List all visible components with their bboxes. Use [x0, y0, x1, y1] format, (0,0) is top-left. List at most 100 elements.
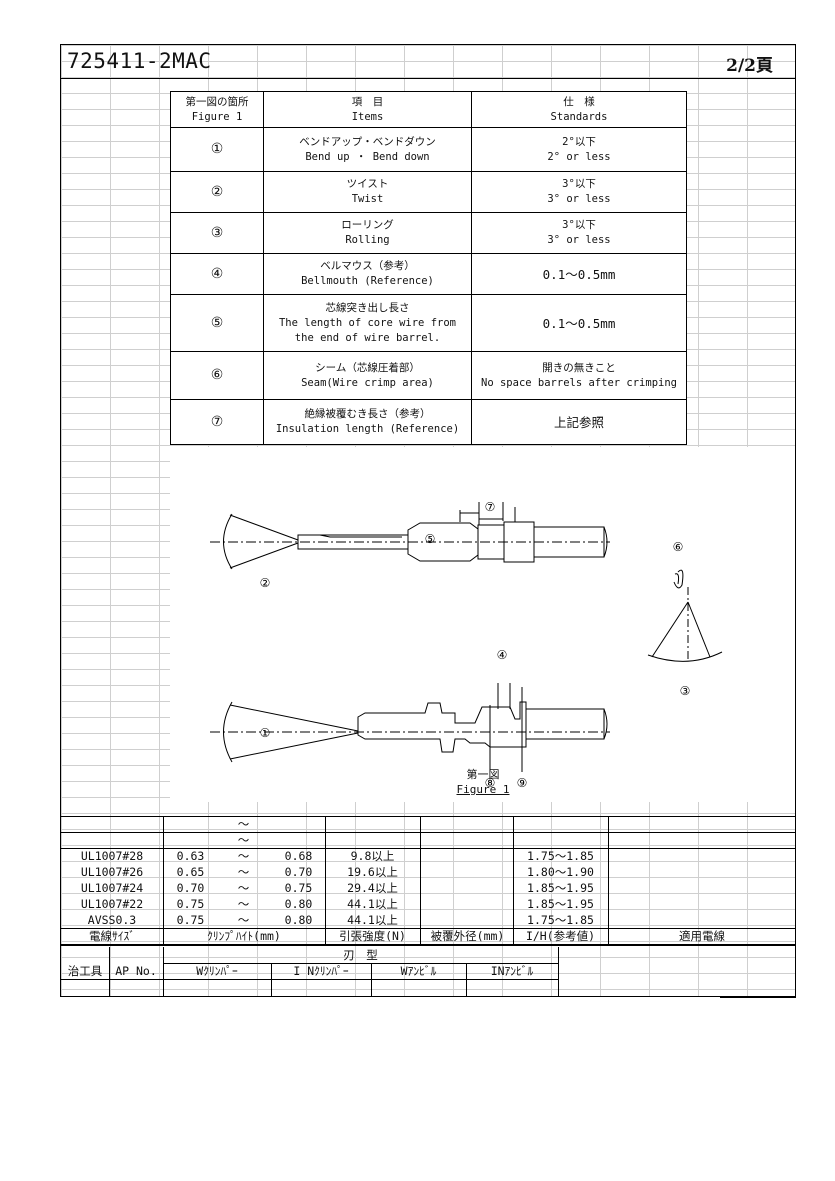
terminal-drawing: ① ② ③ ④ ⑤ ⑦ ⑥ ⑧ ⑨ 第一図: [210, 500, 723, 820]
tensile-strength: 44.1以上: [347, 897, 398, 911]
header-tensile: 引張強度(N): [339, 929, 406, 943]
tensile-strength: 44.1以上: [347, 913, 398, 927]
figure-1-area: ① ② ③ ④ ⑤ ⑦ ⑥ ⑧ ⑨ 第一図 第一図 Figure 1: [170, 447, 795, 820]
spec-std-jp: 3°以下: [562, 219, 596, 231]
spec-row: ① ベンドアップ・ベンドダウン Bend up ・ Bend down 2°以下 2…: [170, 127, 687, 172]
wire-size: AVSS0.3: [87, 913, 137, 927]
tilde: ～: [237, 833, 250, 847]
spec-header-figure: 第一図の箇所 Figure 1: [170, 91, 264, 128]
header-wire-size: 電線ｻｲｽﾞ: [89, 929, 135, 943]
upper-wire-break: [603, 526, 608, 558]
spec-row-mark: ⑤: [170, 294, 264, 352]
tilde: ～: [237, 881, 250, 895]
wire-row: UL1007#28 0.63 ～ 0.68 9.8以上 1.75～1.85: [61, 848, 795, 864]
tilde: ～: [237, 913, 250, 927]
spec-table: 第一図の箇所 Figure 1 項 目 Items 仕 様 Standards …: [170, 91, 687, 445]
wire-row: UL1007#22 0.75 ～ 0.80 44.1以上 1.85～1.95: [61, 896, 795, 912]
spec-std-jp: 0.1～0.5mm: [471, 253, 687, 295]
ih-value: 1.75～1.85: [527, 913, 594, 927]
crimp-min: 0.75: [176, 913, 205, 927]
spec-item-en: Seam(Wire crimp area): [301, 376, 434, 389]
tensile-strength: 9.8以上: [350, 849, 395, 863]
tilde: ～: [237, 849, 250, 863]
spec-item-jp: ツイスト: [346, 178, 389, 190]
wire-size: UL1007#24: [80, 881, 144, 895]
figure-caption: 第一図 Figure 1: [428, 767, 538, 797]
footer-line: [720, 997, 796, 998]
header-w-crimper: Wｸﾘﾝﾊﾟｰ: [196, 964, 238, 978]
spec-std-jp: 2°以下: [562, 135, 596, 148]
spec-item-en: Bellmouth (Reference): [301, 275, 434, 287]
rolling-angle-arc: [647, 651, 723, 662]
rolling-angle-line: [651, 601, 689, 658]
tensile-strength: 29.4以上: [347, 881, 398, 895]
spec-row: ⑤ 芯線突き出し長さ The length of core wire from th…: [170, 294, 687, 352]
spec-row: ⑦ 絶縁被覆むき長さ（参考）Insulation length (Referen…: [170, 399, 687, 445]
crimp-min: 0.70: [176, 881, 205, 895]
spec-std-jp: 上記参照: [471, 399, 687, 445]
spec-item-jp: 芯線突き出し長さ: [325, 301, 410, 314]
spec-std-jp: 開きの無きこと: [542, 361, 616, 374]
header-ap-no: AP No.: [115, 964, 157, 978]
tool-blade-row: 刃 型: [61, 947, 795, 963]
spec-header-items-jp: 項 目: [351, 95, 384, 108]
spec-item-en: Insulation length (Reference): [275, 423, 460, 435]
seam-symbol-inner: [674, 573, 680, 585]
spec-header-standards-jp: 仕 様: [563, 95, 595, 108]
spec-header-standards: 仕 様 Standards: [471, 91, 687, 128]
page-number: 2/2頁: [726, 56, 773, 76]
spec-header-figure-en: Figure 1: [191, 110, 243, 123]
blank-row: ～: [61, 816, 795, 832]
wire-row: UL1007#24 0.70 ～ 0.75 29.4以上 1.85～1.95: [61, 880, 795, 896]
figure-caption-en-text: Figure 1: [456, 783, 510, 796]
crimp-min: 0.63: [176, 849, 205, 863]
spec-item-en: Twist: [351, 193, 384, 205]
spec-std-jp: 3°以下: [562, 178, 596, 190]
spec-std-en: 2° or less: [547, 150, 611, 163]
spec-row-mark: ①: [170, 127, 264, 172]
bend-angle-line: [229, 704, 359, 732]
spec-row-mark: ⑥: [170, 351, 264, 400]
header-in-crimper: I Nｸﾘﾝﾊﾟｰ: [293, 964, 349, 978]
tilde: ～: [237, 865, 250, 879]
spec-header-standards-en: Standards: [550, 110, 608, 123]
header-w-anvil: Wｱﾝﾋﾞﾙ: [400, 964, 437, 978]
wire-size: UL1007#28: [80, 849, 144, 863]
header-outer-diameter: 被覆外径(mm): [430, 929, 505, 943]
tilde: ～: [237, 897, 250, 911]
spec-std-en: No space barrels after crimping: [481, 376, 677, 389]
spec-row: ④ ベルマウス（参考）Bellmouth (Reference) 0.1～0.5…: [170, 253, 687, 295]
spec-item-en: the end of wire barrel.: [294, 331, 441, 344]
upper-pin-edge: [319, 534, 402, 538]
spec-header-items: 項 目 Items: [263, 91, 472, 128]
lower-terminal-body: [357, 701, 527, 753]
crimp-min: 0.75: [176, 897, 205, 911]
spec-std-jp: 0.1～0.5mm: [471, 294, 687, 352]
crimp-min: 0.65: [176, 865, 205, 879]
label-8: ⑧: [485, 776, 496, 790]
spec-row-mark: ④: [170, 253, 264, 295]
header-in-anvil: INｱﾝﾋﾞﾙ: [490, 964, 534, 978]
spec-row: ⑥ シーム（芯線圧着部）Seam(Wire crimp area) 開きの無きこ…: [170, 351, 687, 400]
spec-item-en: Rolling: [345, 234, 390, 246]
label-5: ⑤: [425, 532, 436, 546]
header-applicable-wire: 適用電線: [679, 929, 725, 943]
crimp-max: 0.68: [284, 849, 313, 863]
label-2: ②: [260, 576, 271, 590]
crimp-max: 0.70: [284, 865, 313, 879]
bend-angle-line: [229, 732, 359, 760]
spec-item-en: Bend up ・ Bend down: [305, 150, 430, 163]
label-6: ⑥: [673, 540, 684, 554]
spec-item-jp: ベンドアップ・ベンドダウン: [299, 135, 436, 148]
label-4: ④: [497, 648, 508, 662]
spec-header-items-en: Items: [351, 110, 384, 123]
twist-angle-line: [229, 514, 299, 541]
spec-item-jp: ローリング: [341, 219, 394, 231]
spec-std-en: 3° or less: [547, 193, 611, 205]
ih-value: 1.80～1.90: [527, 865, 594, 879]
header-tool: 治工具: [67, 964, 103, 978]
spec-item-en: The length of core wire from: [278, 316, 456, 329]
blade-label: 刃 型: [343, 948, 378, 962]
